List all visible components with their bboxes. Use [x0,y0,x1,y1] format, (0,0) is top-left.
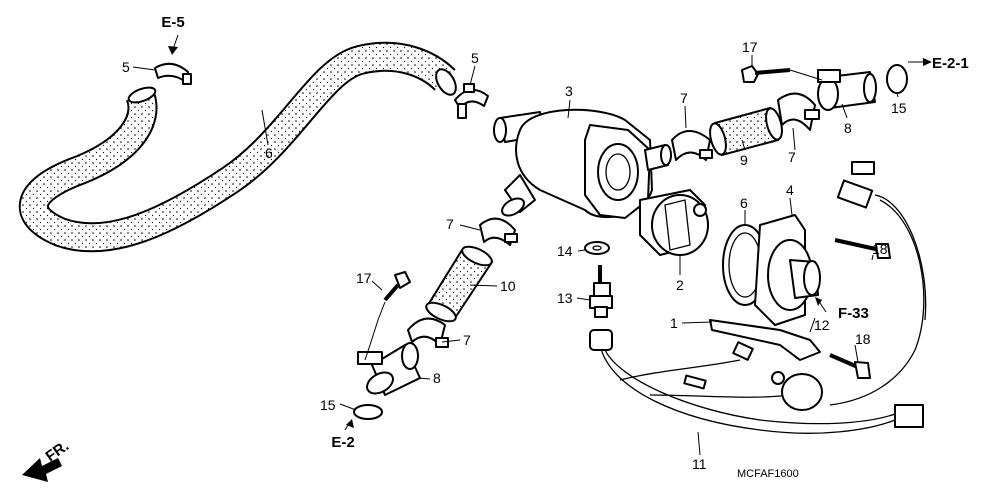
clamp-5-right [454,83,489,119]
o-ring-15-lower [353,404,383,420]
clamp-5-left [154,62,192,85]
hose-10 [425,245,494,323]
callout-10: 10 [500,278,516,294]
callout-3: 3 [565,83,573,99]
leader-lines [132,34,932,456]
clamp-7-upper [671,130,713,161]
sensor-13 [589,265,613,318]
callout-9: 9 [740,152,748,168]
callout-15-lower: 15 [320,397,336,413]
callout-2: 2 [676,277,684,293]
bolt-18-upper [834,238,891,259]
thermostat-2 [639,189,709,256]
ref-e2: E-2 [331,434,354,451]
joint-8-top [817,69,877,111]
joint-8-lower [357,342,421,396]
ref-front: FR. [43,437,73,465]
ref-e21: E-2-1 [932,55,969,72]
bolt-17-lower [383,271,411,302]
callout-13: 13 [557,290,573,306]
callout-15-top: 15 [891,100,907,116]
callout-5-left: 5 [122,59,130,75]
callout-4: 4 [786,182,794,198]
bolt-17-top [741,65,791,83]
clamp-7-mid [479,217,518,246]
ref-e5: E-5 [161,14,184,31]
hose-9 [709,106,783,157]
callout-18-lower: 18 [855,331,871,347]
clamp-7-lower [407,317,449,348]
water-pump-3 [493,108,672,219]
callout-8-top: 8 [844,120,852,136]
front-arrow-icon [22,458,62,482]
callout-7-lower: 7 [463,332,471,348]
hose-6 [18,41,457,253]
callout-12: 12 [814,317,830,333]
thermostat-housing-4 [722,214,821,326]
callout-17-top: 17 [742,39,758,55]
o-ring-15-top [886,64,908,94]
callout-6-hose: 6 [265,145,273,161]
wire-harness-11 [589,161,927,434]
callout-6-gasket: 6 [740,195,748,211]
callout-11: 11 [692,456,707,472]
callout-18-upper: 18 [872,241,888,257]
callout-7-upper: 7 [680,90,688,106]
diagram-code: MCFAF1600 [737,468,799,480]
ref-f33: F-33 [838,305,869,322]
callout-5-right: 5 [471,50,479,66]
callout-14: 14 [557,243,573,259]
callout-8-lower: 8 [433,370,441,386]
callout-7-mid: 7 [446,216,454,232]
clamp-7-right [777,92,820,131]
callout-1: 1 [670,315,678,331]
bolt-18-lower [829,353,871,379]
callout-7-right: 7 [788,149,796,165]
sensor-bracket-12 [709,319,821,361]
washer-14 [584,241,610,255]
callout-17-lower: 17 [356,270,372,286]
